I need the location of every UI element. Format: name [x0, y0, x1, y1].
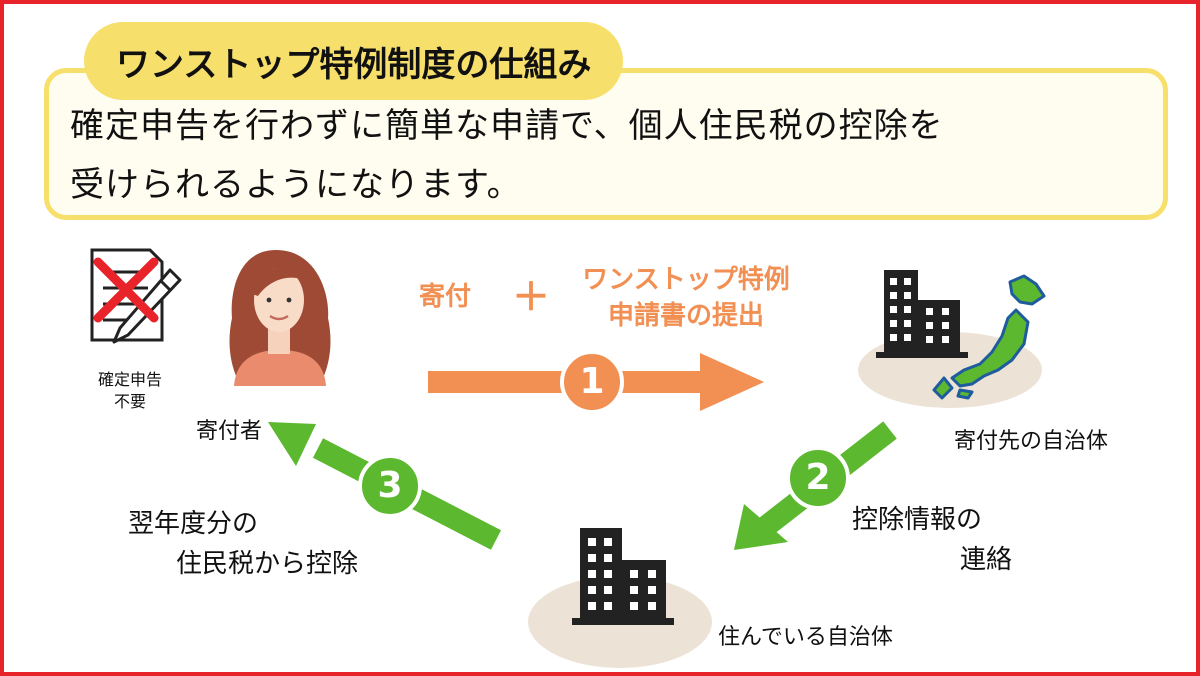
- donor-avatar: [229, 250, 331, 386]
- step-3-label: 翌年度分の 住民税から控除: [128, 504, 368, 584]
- step-1-application-line-1: ワンストップ特例: [582, 265, 790, 295]
- residence-municipality-label: 住んでいる自治体: [718, 625, 893, 650]
- japan-map-icon: [932, 274, 1046, 400]
- title-tag: ワンストップ特例制度の仕組み: [84, 22, 624, 100]
- step-2-label: 控除情報の 連絡: [852, 500, 1012, 580]
- step-1-donation-label: 寄付: [419, 282, 472, 312]
- description-line-2: 受けられるようになります。: [70, 165, 522, 205]
- step-2-number: 2: [805, 457, 831, 498]
- step-2-line-1: 控除情報の: [852, 505, 983, 535]
- no-tax-return-line-1: 確定申告: [97, 370, 162, 389]
- arrow-2: [734, 421, 897, 550]
- arrow-1: [428, 350, 764, 414]
- residence-municipality-icon: [528, 528, 712, 668]
- no-tax-return-label: 確定申告 不要: [86, 369, 174, 413]
- step-1-badge: 1: [562, 360, 622, 404]
- step-3-line-2: 住民税から控除: [176, 549, 359, 579]
- arrow-3: [268, 422, 502, 550]
- step-1-number: 1: [579, 361, 605, 402]
- donor-label: 寄付者: [196, 419, 263, 444]
- description-line-1: 確定申告を行わずに簡単な申請で、個人住民税の控除を: [70, 106, 944, 146]
- step-3-line-1: 翌年度分の: [128, 509, 259, 539]
- step-2-badge: 2: [788, 456, 848, 500]
- step-1-application-line-2: 申請書の提出: [607, 301, 764, 331]
- step-3-number: 3: [377, 465, 403, 506]
- cross-mark-icon: [93, 257, 159, 323]
- step-2-line-2: 連絡: [959, 545, 1012, 575]
- destination-municipality-label: 寄付先の自治体: [954, 429, 1109, 454]
- step-1-application-label: ワンストップ特例 申請書の提出: [566, 262, 806, 334]
- step-3-badge: 3: [360, 464, 420, 508]
- no-tax-return-line-2: 不要: [113, 392, 146, 411]
- step-1-plus-sign: ＋: [512, 275, 551, 319]
- description-text: 確定申告を行わずに簡単な申請で、個人住民税の控除を 受けられるようになります。: [70, 97, 944, 215]
